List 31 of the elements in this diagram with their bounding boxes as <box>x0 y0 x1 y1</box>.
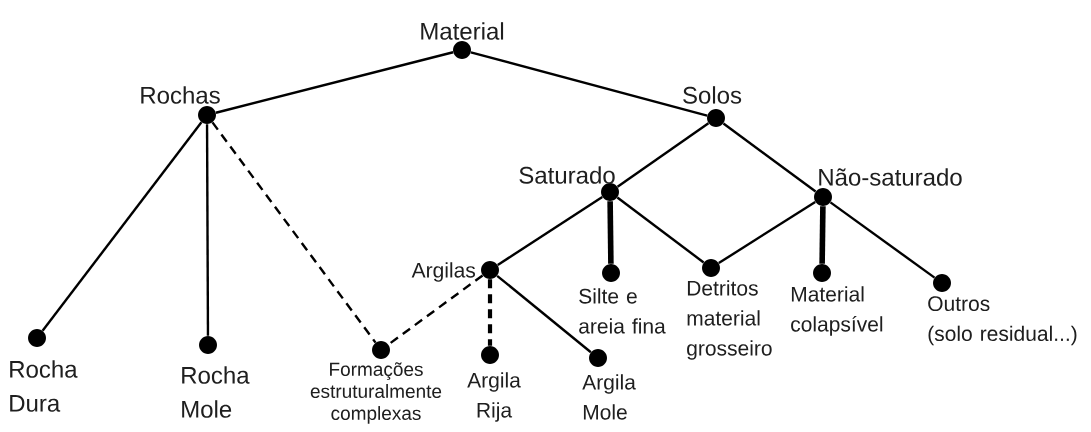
connector-line <box>819 206 826 264</box>
node-label: Rochas <box>141 86 220 104</box>
node-label: Não-saturado <box>819 168 962 186</box>
node-label: Rocha Mole <box>182 366 250 418</box>
node-label: Argila Rija <box>467 372 521 422</box>
connector-line <box>607 201 614 264</box>
node-label: Rocha Dura <box>10 360 78 412</box>
connector-line <box>211 121 377 344</box>
node-label: Solos <box>683 86 742 104</box>
node-label: Material <box>421 22 504 40</box>
node-label: Silte e areia fina <box>579 288 666 334</box>
connector-line <box>616 122 710 188</box>
connector-line <box>470 51 708 117</box>
connector-line <box>616 196 705 264</box>
node-label: Material colapsível <box>791 286 883 336</box>
connector-line <box>718 200 816 265</box>
connector-line <box>487 279 493 346</box>
connector-line <box>215 51 454 114</box>
connector-line <box>387 274 484 346</box>
node-label: Outros (solo residual...) <box>928 296 1077 346</box>
connector-line <box>496 274 592 354</box>
node-label: Saturado <box>519 166 615 184</box>
connector-line <box>829 201 936 279</box>
node-label: Detritos material grosseiro <box>687 280 772 360</box>
node-label: Formações estruturalmente complexas <box>310 362 442 424</box>
connector-line <box>497 196 603 266</box>
node-label: Argila Mole <box>582 374 636 420</box>
connector-line <box>205 124 210 336</box>
node-label: Argilas <box>411 262 476 282</box>
connector-line <box>41 121 203 332</box>
connector-line <box>722 122 817 193</box>
